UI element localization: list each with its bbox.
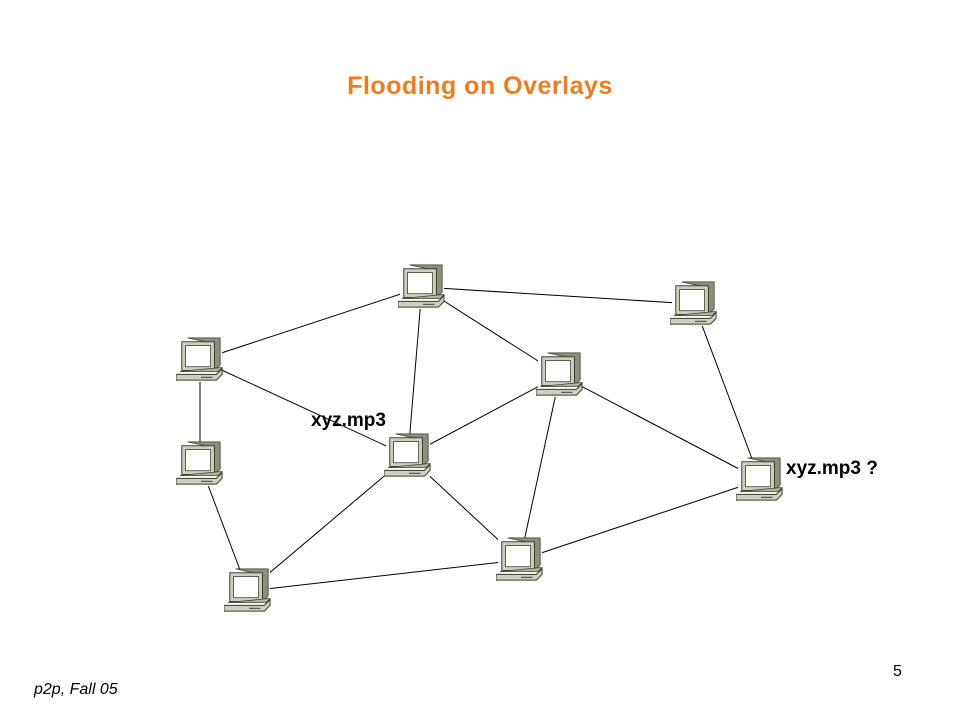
edge-n-top-center-n-center-right	[421, 286, 561, 376]
node-n-right	[736, 457, 783, 502]
edge-n-top-center-n-top-right	[421, 286, 695, 305]
edge-n-center-right-n-center	[407, 374, 561, 457]
edge-n-top-center-n-left-upper	[199, 286, 423, 361]
node-n-bottom-left	[224, 568, 271, 613]
query-label: xyz.mp3 ?	[786, 458, 878, 479]
node-n-center-right	[536, 352, 583, 397]
node-n-left-lower	[176, 441, 223, 486]
node-n-center	[384, 433, 431, 478]
page-number: 5	[893, 663, 902, 680]
edge-n-center-n-bottom-left	[247, 455, 409, 592]
node-n-bottom-center	[496, 537, 543, 582]
edge-n-bottom-center-n-right	[519, 479, 761, 561]
edge-n-center-right-n-bottom-center	[519, 374, 561, 561]
edge-n-center-right-n-right	[559, 374, 761, 481]
source-file-label: xyz.mp3	[311, 410, 386, 431]
node-n-left-upper	[176, 337, 223, 382]
node-n-top-right	[670, 281, 717, 326]
footer-text: p2p, Fall 05	[34, 681, 118, 698]
edge-n-left-upper-n-center	[199, 359, 409, 457]
edge-n-bottom-left-n-bottom-center	[247, 559, 521, 592]
node-n-top-center	[398, 264, 445, 309]
edge-n-top-center-n-center	[407, 286, 423, 457]
edge-n-top-right-n-right	[693, 303, 761, 481]
slide-title: Flooding on Overlays	[347, 72, 613, 100]
